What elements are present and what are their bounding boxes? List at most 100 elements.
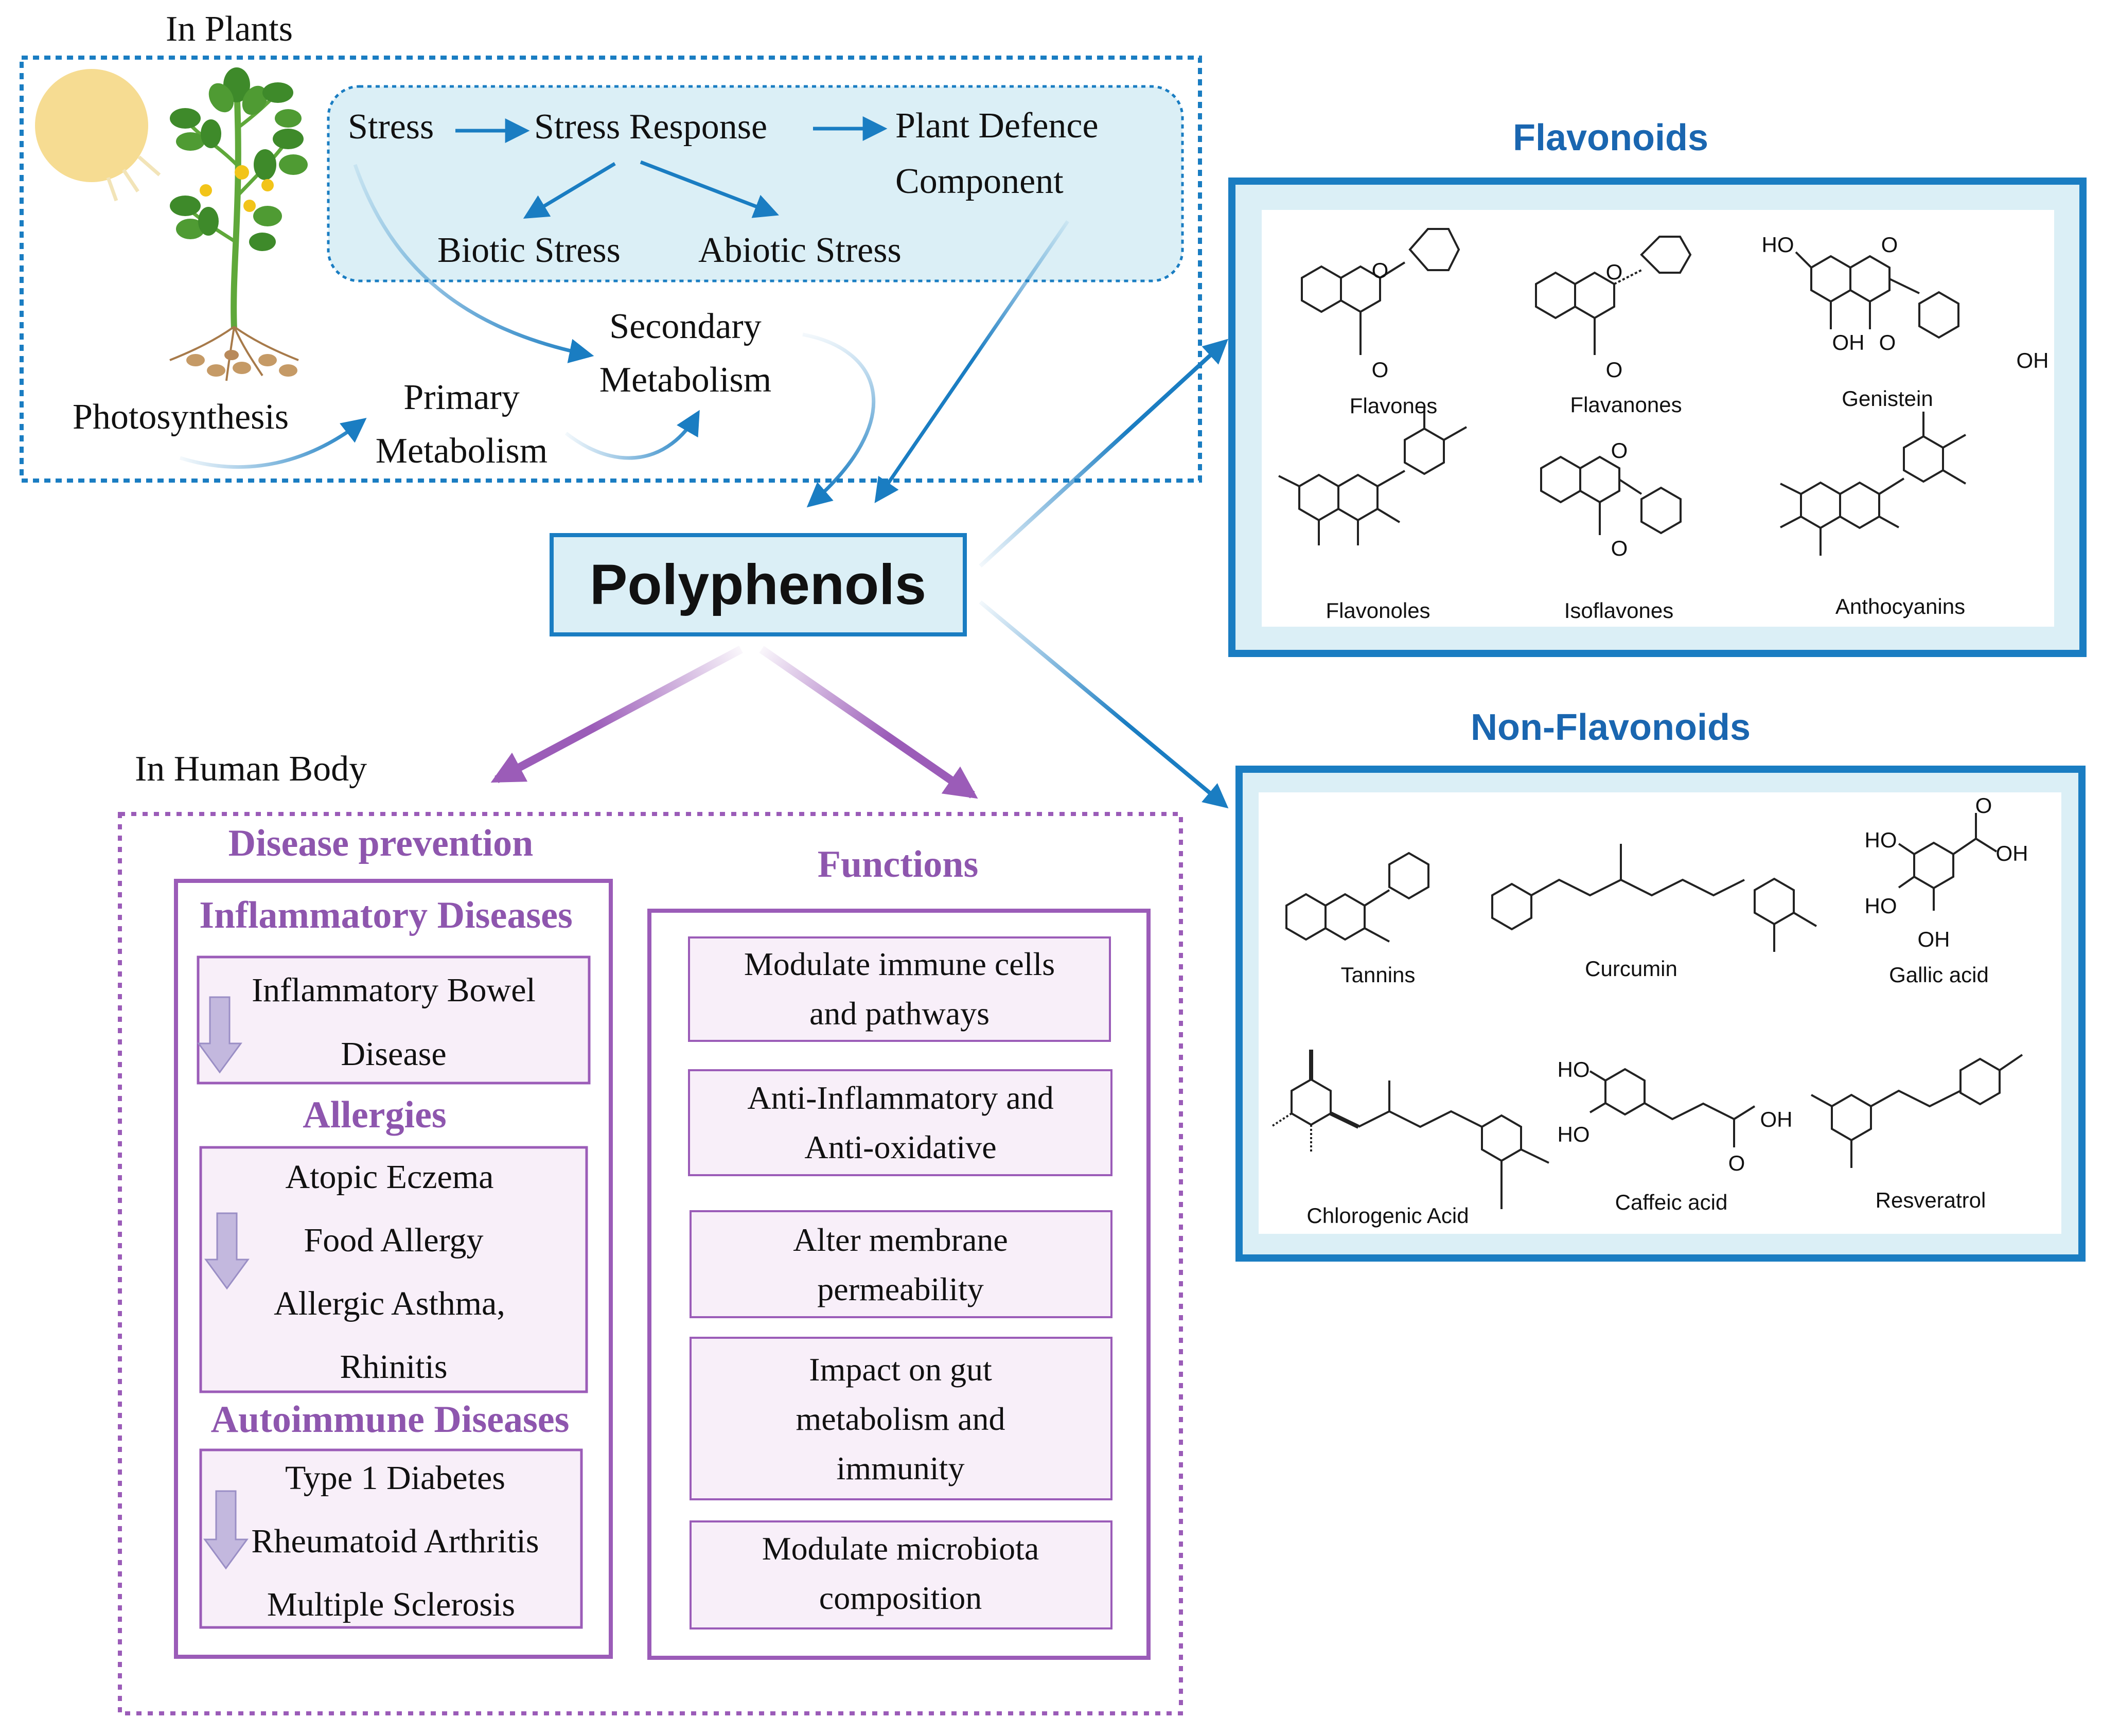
plants-section-label: In Plants [166, 9, 293, 49]
caffeic-acid-structure [1589, 1068, 1756, 1147]
compound-label-chlorogenic-acid: Chlorogenic Acid [1306, 1203, 1469, 1228]
arrow-secondary-polyphenols [802, 332, 876, 508]
function-box [690, 1520, 1112, 1629]
plant-icon [169, 67, 308, 381]
functions-title: Functions [817, 843, 979, 885]
atom-label: O [1611, 536, 1628, 560]
plant-defence-label-2: Component [895, 162, 1064, 201]
down-arrow-icon [197, 996, 242, 1074]
compound-label-flavanones: Flavanones [1570, 393, 1682, 417]
allergy-item: Allergic Asthma, [274, 1285, 505, 1322]
autoimmune-diseases-title: Autoimmune Diseases [210, 1398, 570, 1441]
atom-label: OH [1917, 927, 1950, 951]
flavonoids-title: Flavonoids [1512, 117, 1709, 158]
abiotic-stress-label: Abiotic Stress [698, 231, 902, 270]
compound-label-resveratrol: Resveratrol [1875, 1188, 1986, 1212]
compound-label-caffeic-acid: Caffeic acid [1615, 1190, 1728, 1214]
arrow-to-nonflavonoids [979, 600, 1229, 809]
polyphenols-title: Polyphenols [590, 553, 926, 616]
plant-defence-label-1: Plant Defence [895, 106, 1099, 146]
compound-label-tannins: Tannins [1340, 963, 1416, 987]
chlorogenic-acid-structure [1270, 1050, 1549, 1209]
autoimmune-box [199, 1448, 583, 1629]
atom-label: OH [1832, 330, 1865, 355]
compound-label-flavonoles: Flavonoles [1326, 598, 1430, 623]
biotic-stress-label: Biotic Stress [437, 231, 621, 270]
atom-label: O [1728, 1151, 1745, 1175]
compound-label-genistein: Genistein [1842, 386, 1933, 411]
function-text: immunity [836, 1450, 965, 1486]
curcumin-structure [1491, 844, 1817, 952]
tannins-structure [1285, 852, 1429, 943]
compound-label-gallic-acid: Gallic acid [1889, 963, 1989, 987]
primary-metabolism-label-1: Primary [403, 378, 520, 417]
human-section-label: In Human Body [135, 749, 367, 789]
gallic-acid-structure [1898, 813, 1998, 911]
plants-frame [20, 56, 1202, 483]
flavones-structure [1301, 228, 1460, 355]
polyphenols-box [550, 533, 967, 636]
function-text: permeability [817, 1271, 984, 1307]
stress-label: Stress [348, 107, 434, 147]
compound-label-flavones: Flavones [1349, 394, 1438, 418]
atom-label: O [1611, 438, 1628, 463]
function-text: Impact on gut [809, 1351, 992, 1388]
anthocyanins-structure [1780, 412, 1967, 556]
allergies-title: Allergies [303, 1094, 447, 1136]
nonflavonoids-title: Non-Flavonoids [1471, 707, 1751, 748]
autoimmune-item: Rheumatoid Arthritis [251, 1522, 539, 1560]
atom-label: O [1605, 358, 1623, 382]
compound-label-anthocyanins: Anthocyanins [1835, 594, 1966, 618]
function-box [690, 1337, 1112, 1500]
genistein-structure [1795, 251, 1959, 339]
flavanones-structure [1535, 236, 1692, 355]
arrow-to-flavonoids [979, 339, 1229, 568]
atom-label: O [1605, 260, 1623, 284]
atom-label: O [1371, 258, 1389, 282]
atom-label: OH [2016, 348, 2049, 373]
function-box [688, 1069, 1112, 1176]
arrow-stress-secondary [353, 164, 594, 363]
function-text: Modulate immune cells [744, 946, 1055, 982]
atom-label: O [1881, 233, 1898, 257]
secondary-metabolism-label-2: Metabolism [599, 360, 772, 400]
flavonoles-structure [1278, 406, 1467, 545]
allergy-item: Food Allergy [304, 1221, 484, 1259]
inflammatory-item: Disease [341, 1035, 447, 1073]
allergies-box [199, 1146, 588, 1393]
stress-response-label: Stress Response [534, 107, 768, 147]
arrow-defence-polyphenols [874, 220, 1069, 503]
isoflavones-structure [1540, 455, 1682, 535]
atom-label: HO [1864, 828, 1897, 852]
function-text: composition [819, 1580, 982, 1616]
function-text: and pathways [809, 995, 990, 1032]
compound-label-isoflavones: Isoflavones [1564, 598, 1674, 623]
function-text: Anti-oxidative [804, 1129, 997, 1165]
function-text: Modulate microbiota [762, 1530, 1039, 1567]
arrow-to-abiotic [640, 160, 779, 218]
inflammatory-box [197, 955, 591, 1085]
down-arrow-icon [203, 1490, 249, 1570]
atom-label: O [1371, 358, 1389, 382]
allergy-item: Atopic Eczema [285, 1158, 494, 1196]
function-text: Alter membrane [793, 1221, 1008, 1258]
function-text: metabolism and [796, 1401, 1005, 1437]
sun-icon [35, 69, 161, 202]
inflammatory-item: Inflammatory Bowel [252, 971, 536, 1009]
atom-label: OH [1995, 841, 2028, 865]
arrow-photosynthesis-primary [179, 418, 367, 469]
inflammatory-diseases-title: Inflammatory Diseases [199, 894, 573, 936]
functions-column [647, 909, 1151, 1660]
disease-prevention-title: Disease prevention [228, 822, 534, 864]
atom-label: HO [1864, 894, 1897, 918]
atom-label: HO [1761, 233, 1794, 257]
function-box [690, 1210, 1112, 1318]
primary-metabolism-label-2: Metabolism [375, 431, 548, 471]
compound-label-curcumin: Curcumin [1585, 956, 1677, 981]
disease-column [174, 879, 613, 1659]
atom-label: HO [1557, 1122, 1590, 1146]
atom-label: OH [1760, 1107, 1793, 1131]
atom-label: O [1879, 330, 1896, 355]
